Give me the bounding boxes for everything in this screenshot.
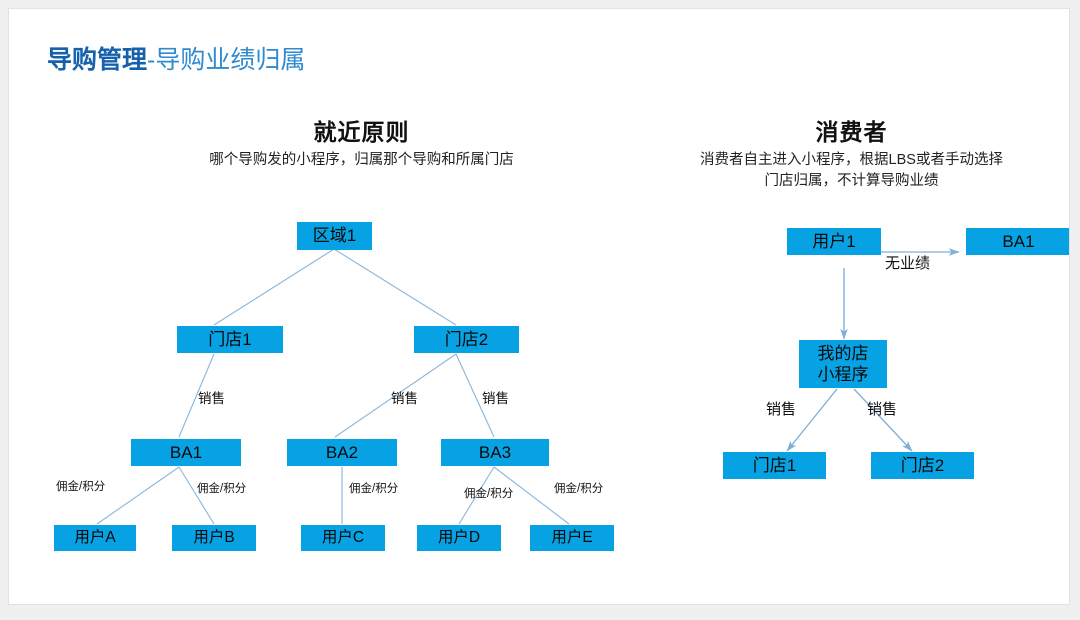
edge-label-consumer-sales-2: 销售 [867, 401, 898, 418]
right-panel-title: 消费者 [815, 119, 888, 145]
connector-lines-layer [96, 248, 960, 525]
node-user-a[interactable]: 用户A [54, 525, 136, 551]
page-title-sub: -导购业绩归属 [147, 46, 306, 74]
node-consumer-user-1[interactable]: 用户1 [787, 228, 881, 255]
left-panel-heading: 就近原则 哪个导购发的小程序，归属那个导购和所属门店 [89, 117, 634, 171]
edge-label-commission-2: 佣金/积分 [197, 483, 247, 495]
edge-label-no-performance: 无业绩 [885, 255, 931, 272]
node-region-1[interactable]: 区域1 [297, 222, 372, 250]
edge-label-commission-4: 佣金/积分 [464, 488, 514, 500]
edge-label-sales-2: 销售 [391, 391, 418, 406]
left-panel-subtitle: 哪个导购发的小程序，归属那个导购和所属门店 [209, 152, 514, 168]
edge-label-commission-5: 佣金/积分 [554, 483, 604, 495]
node-consumer-store-2[interactable]: 门店2 [871, 452, 974, 479]
node-ba-1[interactable]: BA1 [131, 439, 241, 466]
left-panel-title: 就近原则 [313, 119, 410, 145]
edge-label-commission-3: 佣金/积分 [349, 483, 399, 495]
edge-label-sales-3: 销售 [482, 391, 509, 406]
left-tree-edges [96, 248, 570, 525]
node-ba-2[interactable]: BA2 [287, 439, 397, 466]
node-user-d[interactable]: 用户D [417, 525, 501, 551]
node-ba-3[interactable]: BA3 [441, 439, 549, 466]
right-panel-heading: 消费者 消费者自主进入小程序，根据LBS或者手动选择 门店归属，不计算导购业绩 [649, 117, 1054, 192]
page-title-main: 导购管理 [47, 46, 148, 74]
node-my-shop-miniprogram[interactable]: 我的店 小程序 [799, 340, 887, 388]
right-panel-subtitle-line1: 消费者自主进入小程序，根据LBS或者手动选择 [700, 152, 1003, 168]
edge-label-sales-1: 销售 [198, 391, 225, 406]
node-store-2[interactable]: 门店2 [414, 326, 519, 353]
node-consumer-store-1[interactable]: 门店1 [723, 452, 826, 479]
node-user-c[interactable]: 用户C [301, 525, 385, 551]
edge-label-consumer-sales-1: 销售 [766, 401, 797, 418]
page-title: 导购管理-导购业绩归属 [47, 45, 305, 75]
node-consumer-ba-1[interactable]: BA1 [966, 228, 1069, 255]
node-store-1[interactable]: 门店1 [177, 326, 283, 353]
node-user-b[interactable]: 用户B [172, 525, 256, 551]
slide-canvas: 导购管理-导购业绩归属 就近原则 哪个导购发的小程序，归属那个导购和所属门店 消… [8, 8, 1070, 605]
node-user-e[interactable]: 用户E [530, 525, 614, 551]
right-panel-subtitle-line2: 门店归属，不计算导购业绩 [764, 173, 939, 189]
edge-label-commission-1: 佣金/积分 [56, 481, 106, 493]
